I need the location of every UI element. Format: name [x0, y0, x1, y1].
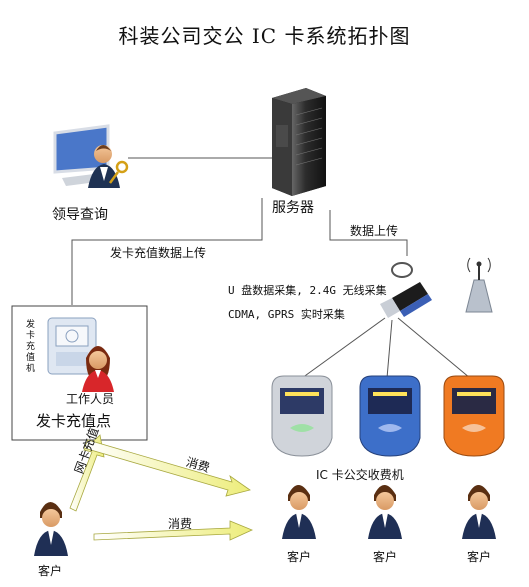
connection-lines [71, 157, 471, 379]
wireless-antenna-icon [465, 257, 493, 313]
flow-arrows [69, 434, 254, 541]
customer-right-1-icon [282, 485, 316, 539]
customer-right-label: 客户 [467, 550, 492, 564]
card-machine-icon [47, 317, 97, 375]
data-upload-label: 数据上传 [350, 224, 399, 238]
collect-methods-line1: U 盘数据采集, 2.4G 无线采集 [228, 284, 387, 297]
issuing-point-label: 发卡充值点 [36, 412, 112, 430]
leader-computer-icon [53, 124, 129, 188]
card-machine-label: 发卡充值机 [26, 320, 36, 374]
staff-label: 工作人员 [66, 392, 115, 406]
terminals-label: IC 卡公交收费机 [316, 468, 404, 482]
collect-methods-line2: CDMA, GPRS 实时采集 [228, 308, 345, 321]
customer-left-icon [34, 502, 68, 556]
leader-label: 领导查询 [52, 207, 108, 223]
issue-upload-label: 发卡充值数据上传 [110, 246, 207, 260]
customer-right-3-icon [462, 485, 496, 539]
customer-right-2-icon [368, 485, 402, 539]
diagram-title: 科装公司交公 IC 卡系统拓扑图 [118, 24, 411, 48]
customer-left-label: 客户 [38, 564, 63, 578]
terminal-orange-icon [443, 375, 505, 457]
arrow-consume-bottom [93, 520, 254, 541]
usb-dongle-icon [380, 262, 432, 318]
consume-bottom-label: 消费 [168, 517, 193, 531]
arrow-consume-top [83, 439, 251, 497]
server-icon [272, 88, 326, 196]
server-label: 服务器 [272, 200, 314, 216]
terminal-silver-icon [271, 375, 333, 457]
staff-person-icon [82, 346, 114, 392]
customer-right-label: 客户 [287, 550, 312, 564]
customer-right-label: 客户 [373, 550, 398, 564]
terminal-blue-icon [359, 375, 421, 457]
